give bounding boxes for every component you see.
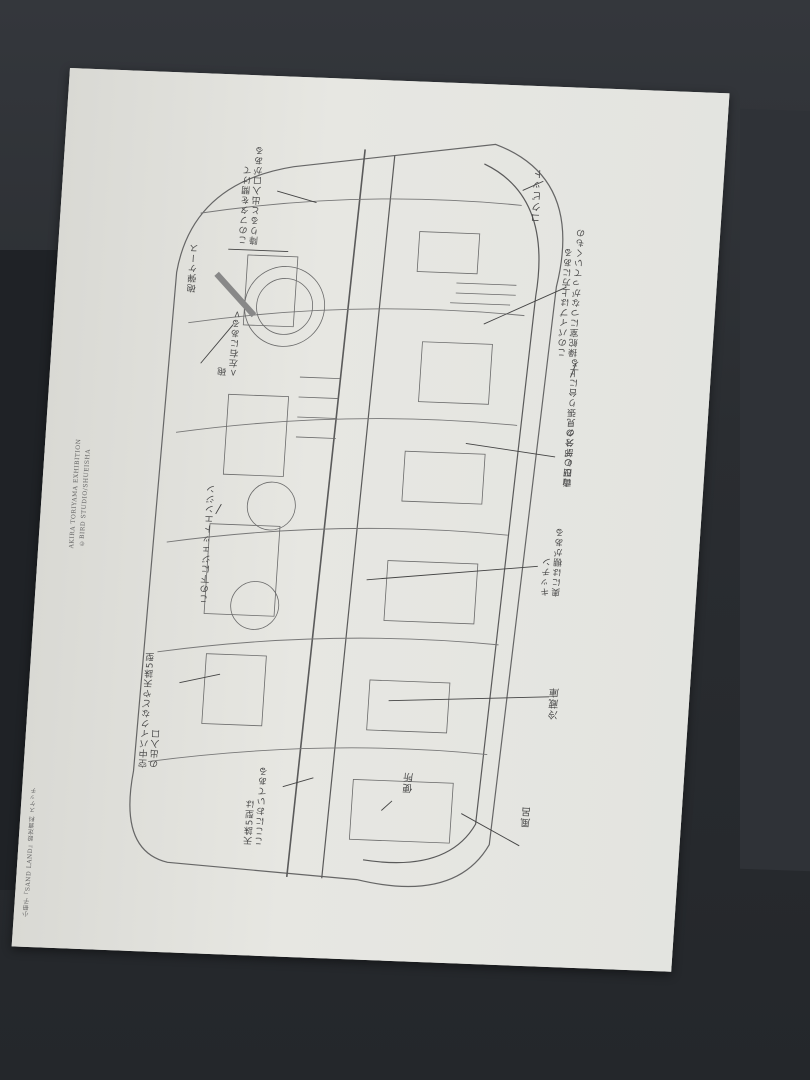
label-bath: 風呂	[521, 805, 534, 829]
label-storage: 冷蔵庫	[548, 686, 562, 721]
black-folder-edge	[740, 108, 810, 872]
airship-cutaway-sketch	[129, 143, 577, 888]
sketch-paper: コクピット このパイプは上方にある 操舵室につながっていくもの 背びし部分の見張…	[11, 68, 730, 972]
label-cannon: 砲 <左右にある>	[217, 309, 244, 377]
label-toilet: 便所	[403, 771, 416, 794]
label-kitchen: キッチン 奥には棚がある	[540, 527, 567, 598]
